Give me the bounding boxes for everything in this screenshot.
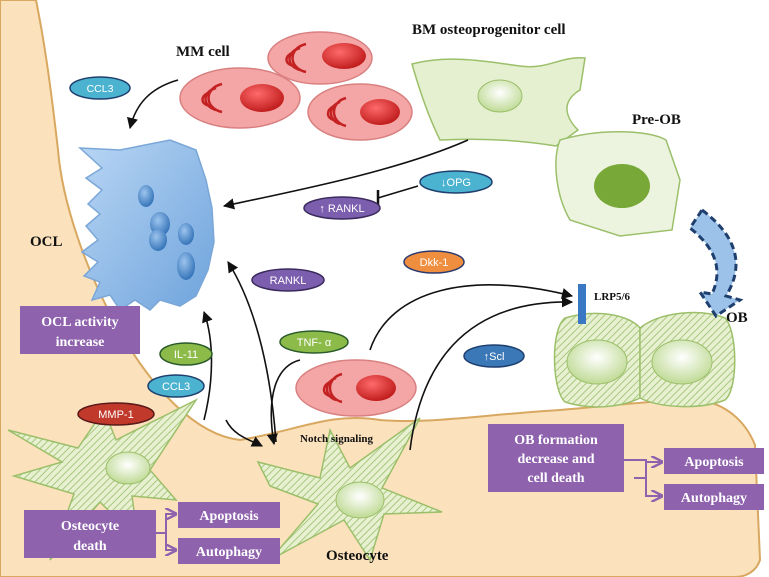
- svg-text:decrease and: decrease and: [517, 452, 594, 467]
- svg-text:Osteocyte: Osteocyte: [61, 519, 119, 534]
- apoptosis-box-left: Apoptosis: [178, 502, 280, 528]
- label-ocl: OCL: [30, 234, 63, 250]
- svg-text:increase: increase: [56, 335, 105, 350]
- svg-text:↑Scl: ↑Scl: [484, 351, 505, 363]
- pill-rankl: RANKL: [251, 268, 325, 292]
- label-pre-ob: Pre-OB: [632, 112, 681, 128]
- svg-text:↓OPG: ↓OPG: [441, 177, 471, 189]
- ob-formation-box: OB formation decrease and cell death: [488, 424, 624, 492]
- pill-ccl3-top: CCL3: [69, 76, 131, 100]
- svg-text:CCL3: CCL3: [87, 83, 114, 95]
- pre-ob-cell: [555, 131, 681, 237]
- osteoclast-cell: [77, 139, 215, 312]
- pill-scl: ↑Scl: [463, 344, 525, 368]
- svg-text:IL-11: IL-11: [174, 349, 198, 361]
- svg-text:death: death: [73, 539, 107, 554]
- svg-text:Autophagy: Autophagy: [196, 545, 262, 560]
- mm-cells: [179, 31, 417, 417]
- pill-ccl3-low: CCL3: [147, 374, 205, 398]
- ocl-activity-box: OCL activity increase: [20, 306, 140, 354]
- osteocyte-cells: [7, 398, 443, 562]
- label-ob: OB: [726, 310, 748, 326]
- outcome-connectors: [156, 460, 662, 550]
- osteoblast-cells: [553, 311, 736, 408]
- pill-mmp1: MMP-1: [77, 402, 155, 426]
- svg-text:Dkk-1: Dkk-1: [420, 257, 449, 269]
- svg-text:↑ RANKL: ↑ RANKL: [319, 203, 364, 215]
- label-lrp: LRP5/6: [594, 291, 631, 303]
- svg-text:MMP-1: MMP-1: [98, 409, 133, 421]
- svg-text:cell death: cell death: [527, 471, 584, 486]
- label-bm-osteoprogenitor: BM osteoprogenitor cell: [412, 22, 566, 38]
- pill-dkk1: Dkk-1: [403, 250, 465, 274]
- apoptosis-box-right: Apoptosis: [664, 448, 764, 474]
- pill-rankl-up: ↑ RANKL: [303, 196, 381, 220]
- svg-text:RANKL: RANKL: [270, 275, 307, 287]
- svg-text:Apoptosis: Apoptosis: [684, 455, 744, 470]
- svg-text:TNF- α: TNF- α: [297, 337, 332, 349]
- label-osteocyte: Osteocyte: [326, 548, 389, 564]
- differentiation-arrow: [687, 207, 744, 319]
- label-notch: Notch signaling: [300, 433, 374, 445]
- label-mm-cell: MM cell: [176, 44, 230, 60]
- lrp-receptor: [578, 284, 586, 324]
- pill-opg: ↓OPG: [419, 170, 493, 194]
- svg-text:CCL3: CCL3: [162, 381, 190, 393]
- svg-text:Apoptosis: Apoptosis: [199, 509, 259, 524]
- bm-osteoprogenitor-cell: [411, 57, 586, 147]
- svg-text:Autophagy: Autophagy: [681, 491, 747, 506]
- autophagy-box-right: Autophagy: [664, 484, 764, 510]
- svg-text:OB formation: OB formation: [514, 433, 598, 448]
- pill-tnf: TNF- α: [279, 330, 349, 354]
- pill-il11: IL-11: [159, 342, 213, 366]
- signal-arrows: [127, 79, 574, 451]
- svg-text:OCL activity: OCL activity: [41, 315, 118, 330]
- autophagy-box-left: Autophagy: [178, 538, 280, 564]
- osteocyte-death-box: Osteocyte death: [24, 510, 156, 558]
